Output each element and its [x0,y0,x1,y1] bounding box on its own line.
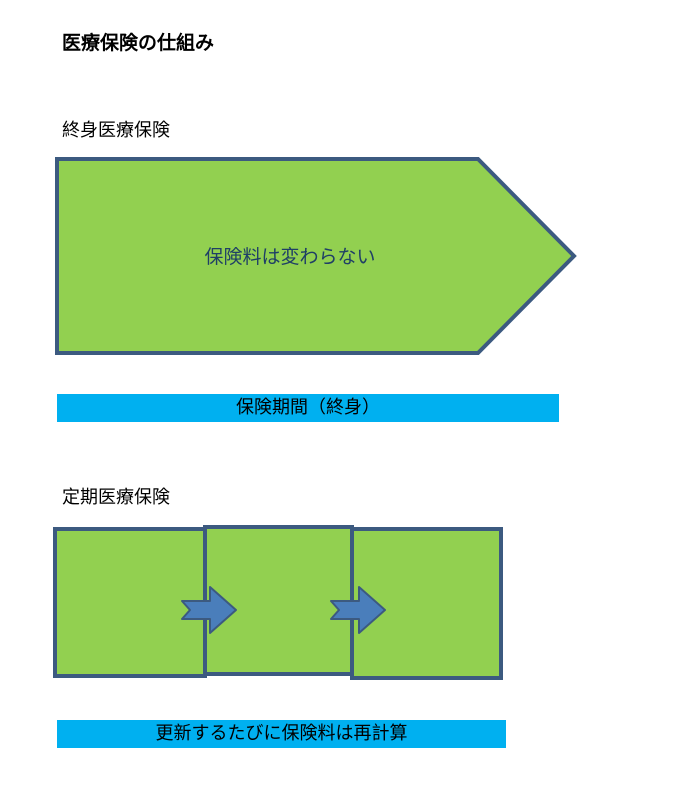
right-arrow-icon [330,586,386,634]
page-title: 医療保険の仕組み [62,32,215,54]
lifetime-shape-text: 保険料は変わらない [204,246,375,268]
term-block-2 [203,525,354,676]
lifetime-insurance-label: 終身医療保険 [62,120,170,141]
lifetime-coverage-period-band: 保険期間（終身） [57,394,559,422]
right-arrow-icon [181,586,237,634]
lifetime-pentagon-shape [55,157,577,355]
term-renewal-band: 更新するたびに保険料は再計算 [57,720,506,748]
term-insurance-label: 定期医療保険 [62,487,170,508]
